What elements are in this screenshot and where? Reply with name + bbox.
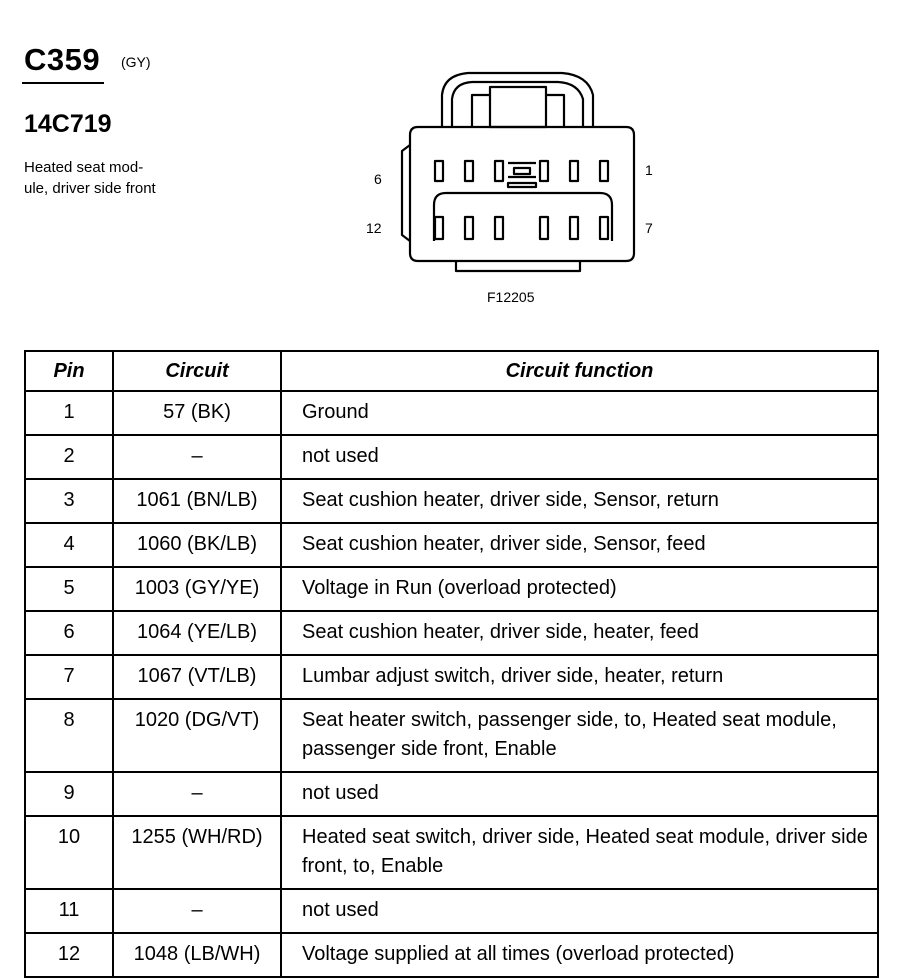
- circuit-cell: 57 (BK): [112, 390, 282, 436]
- connector-description: Heated seat mod- ule, driver side front: [24, 157, 184, 199]
- connector-code: C359: [24, 42, 101, 77]
- function-cell: Seat cushion heater, driver side, heater…: [280, 610, 879, 656]
- table-row: 5 1003 (GY/YE) Voltage in Run (overload …: [24, 566, 879, 612]
- table-row: 4 1060 (BK/LB) Seat cushion heater, driv…: [24, 522, 879, 568]
- circuit-cell: 1064 (YE/LB): [112, 610, 282, 656]
- connector-code-underline: [22, 82, 104, 84]
- circuit-cell: 1061 (BN/LB): [112, 478, 282, 524]
- pin-cell: 7: [24, 654, 114, 700]
- connector-face-diagram: [400, 71, 636, 273]
- function-cell: Lumbar adjust switch, driver side, heate…: [280, 654, 879, 700]
- header-circuit-function: Circuit function: [280, 350, 879, 392]
- function-cell: Voltage supplied at all times (overload …: [280, 932, 879, 978]
- pin-cell: 6: [24, 610, 114, 656]
- table-row: 1 57 (BK) Ground: [24, 390, 879, 436]
- circuit-cell: –: [112, 888, 282, 934]
- table-row: 3 1061 (BN/LB) Seat cushion heater, driv…: [24, 478, 879, 524]
- table-row: 11 – not used: [24, 888, 879, 934]
- circuit-cell: 1003 (GY/YE): [112, 566, 282, 612]
- pin-cell: 9: [24, 771, 114, 817]
- pin-label-top-right: 1: [645, 162, 653, 178]
- circuit-cell: 1020 (DG/VT): [112, 698, 282, 773]
- table-header-row: Pin Circuit Circuit function: [24, 350, 879, 392]
- table-row: 9 – not used: [24, 771, 879, 817]
- pin-cell: 10: [24, 815, 114, 890]
- figure-id: F12205: [487, 289, 535, 305]
- circuit-cell: 1067 (VT/LB): [112, 654, 282, 700]
- function-cell: Heated seat switch, driver side, Heated …: [280, 815, 879, 890]
- pin-cell: 4: [24, 522, 114, 568]
- pin-label-bottom-left: 12: [366, 220, 382, 236]
- pin-cell: 12: [24, 932, 114, 978]
- pin-cell: 3: [24, 478, 114, 524]
- circuit-cell: 1048 (LB/WH): [112, 932, 282, 978]
- function-cell: not used: [280, 771, 879, 817]
- part-number: 14C719: [24, 110, 112, 138]
- pinout-table: Pin Circuit Circuit function 1 57 (BK) G…: [24, 350, 879, 978]
- pin-label-top-left: 6: [374, 171, 382, 187]
- pin-cell: 11: [24, 888, 114, 934]
- header-pin: Pin: [24, 350, 114, 392]
- table-row: 7 1067 (VT/LB) Lumbar adjust switch, dri…: [24, 654, 879, 700]
- function-cell: Voltage in Run (overload protected): [280, 566, 879, 612]
- header-circuit: Circuit: [112, 350, 282, 392]
- function-cell: not used: [280, 434, 879, 480]
- table-row: 10 1255 (WH/RD) Heated seat switch, driv…: [24, 815, 879, 890]
- table-row: 2 – not used: [24, 434, 879, 480]
- table-row: 12 1048 (LB/WH) Voltage supplied at all …: [24, 932, 879, 978]
- pin-label-bottom-right: 7: [645, 220, 653, 236]
- function-cell: Seat heater switch, passenger side, to, …: [280, 698, 879, 773]
- description-line-2: ule, driver side front: [24, 180, 156, 197]
- circuit-cell: –: [112, 771, 282, 817]
- function-cell: Seat cushion heater, driver side, Sensor…: [280, 478, 879, 524]
- pin-cell: 8: [24, 698, 114, 773]
- function-cell: not used: [280, 888, 879, 934]
- table-row: 8 1020 (DG/VT) Seat heater switch, passe…: [24, 698, 879, 773]
- circuit-cell: 1255 (WH/RD): [112, 815, 282, 890]
- description-line-1: Heated seat mod-: [24, 159, 144, 176]
- pin-cell: 1: [24, 390, 114, 436]
- pin-cell: 2: [24, 434, 114, 480]
- pin-cell: 5: [24, 566, 114, 612]
- circuit-cell: 1060 (BK/LB): [112, 522, 282, 568]
- table-row: 6 1064 (YE/LB) Seat cushion heater, driv…: [24, 610, 879, 656]
- function-cell: Ground: [280, 390, 879, 436]
- function-cell: Seat cushion heater, driver side, Sensor…: [280, 522, 879, 568]
- circuit-cell: –: [112, 434, 282, 480]
- connector-color: (GY): [121, 54, 151, 70]
